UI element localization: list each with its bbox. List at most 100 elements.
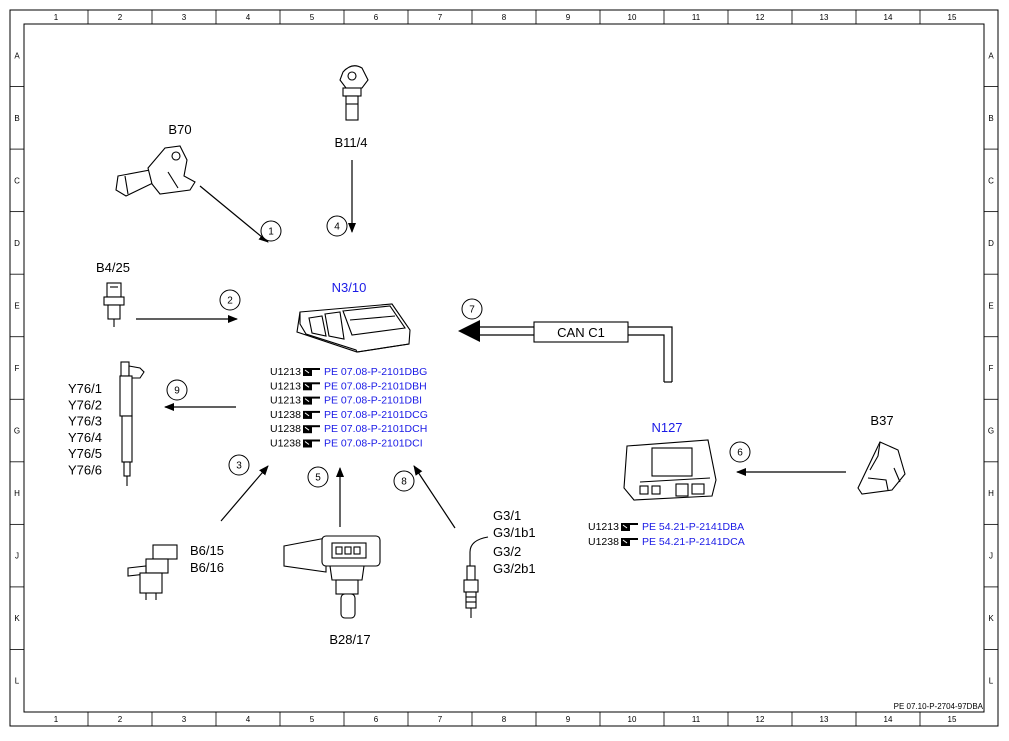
- n3-10-ref-link[interactable]: PE 07.08-P-2101DCG: [324, 409, 428, 421]
- signal-marker-circle: [228, 454, 250, 476]
- column-label-bottom: 4: [246, 715, 251, 724]
- signal-marker-circle: [393, 470, 415, 492]
- signal-marker-circle: [326, 215, 348, 237]
- n127-ref-link[interactable]: PE 54.21-P-2141DBA: [642, 521, 744, 533]
- injector-label[interactable]: Y76/3: [68, 414, 102, 429]
- signal-marker-number: 1: [268, 227, 274, 238]
- column-label-top: 7: [438, 13, 443, 22]
- signal-marker-number: 2: [227, 296, 233, 307]
- row-label-left: E: [14, 301, 19, 310]
- can-c1-label[interactable]: CAN C1: [557, 325, 605, 340]
- b28-17-pressure-sensor-icon[interactable]: [283, 535, 381, 619]
- b28-17-label[interactable]: B28/17: [329, 632, 370, 647]
- n127-label[interactable]: N127: [651, 420, 682, 435]
- y76-injector-icon[interactable]: [119, 361, 145, 486]
- row-label-right: F: [989, 364, 994, 373]
- b6-16-label[interactable]: B6/16: [190, 560, 224, 575]
- row-label-left: C: [14, 176, 20, 185]
- row-label-left: B: [14, 114, 19, 123]
- b11-4-label[interactable]: B11/4: [334, 135, 367, 150]
- arrow-3: [220, 465, 269, 522]
- grid-rulers: 1122334455667788991010111112121313141415…: [10, 10, 998, 726]
- row-label-right: L: [989, 677, 994, 686]
- g3-oxygen-sensor-icon[interactable]: [463, 536, 489, 618]
- signal-marker-number: 3: [236, 461, 242, 472]
- outer-frame: [9, 9, 999, 727]
- can-c1-box: [533, 321, 629, 343]
- g3-2b1-label[interactable]: G3/2b1: [493, 561, 536, 576]
- signal-marker-circle: [729, 441, 751, 463]
- column-label-bottom: 11: [692, 715, 701, 724]
- arrow-8: [413, 465, 456, 529]
- row-label-left: G: [14, 427, 20, 436]
- signal-marker-circle: [219, 289, 241, 311]
- b70-crankshaft-sensor-icon[interactable]: [115, 145, 196, 197]
- row-label-left: K: [14, 614, 20, 623]
- column-label-top: 8: [502, 13, 507, 22]
- g3-1b1-label[interactable]: G3/1b1: [493, 525, 536, 540]
- n3-10-ref-link[interactable]: PE 07.08-P-2101DCI: [324, 438, 423, 450]
- column-label-top: 6: [374, 13, 379, 22]
- column-label-bottom: 15: [948, 715, 957, 724]
- b4-25-pressure-sensor-icon[interactable]: [103, 282, 125, 327]
- signal-marker-number: 6: [737, 448, 743, 459]
- pointing-hand-icon: [303, 410, 320, 419]
- column-label-top: 13: [820, 13, 829, 22]
- b70-label[interactable]: B70: [168, 122, 191, 137]
- n3-10-ref-link[interactable]: PE 07.08-P-2101DBI: [324, 395, 422, 407]
- n3-10-ref-code: U1238: [270, 409, 301, 421]
- n3-10-ref-link[interactable]: PE 07.08-P-2101DCH: [324, 423, 427, 435]
- signal-arrows: [136, 160, 846, 529]
- n3-10-ecu-icon[interactable]: [296, 303, 411, 353]
- n127-ref-link[interactable]: PE 54.21-P-2141DCA: [642, 536, 745, 548]
- b4-25-label[interactable]: B4/25: [96, 260, 130, 275]
- g3-1-label[interactable]: G3/1: [493, 508, 521, 523]
- b11-4-temperature-sensor-icon[interactable]: [339, 65, 369, 121]
- column-label-top: 12: [756, 13, 765, 22]
- pointing-hand-icon: [303, 396, 320, 405]
- n127-powertrain-control-unit-icon[interactable]: [623, 439, 717, 501]
- b6-15-label[interactable]: B6/15: [190, 543, 224, 558]
- column-label-bottom: 10: [628, 715, 637, 724]
- column-label-bottom: 12: [756, 715, 765, 724]
- column-label-bottom: 2: [118, 715, 123, 724]
- column-label-top: 4: [246, 13, 251, 22]
- injector-label[interactable]: Y76/6: [68, 463, 102, 478]
- column-label-bottom: 3: [182, 715, 187, 724]
- row-label-right: K: [988, 614, 994, 623]
- row-label-left: D: [14, 239, 20, 248]
- n3-10-ref-code: U1238: [270, 438, 301, 450]
- injector-label[interactable]: Y76/2: [68, 397, 102, 412]
- n3-10-ref-link[interactable]: PE 07.08-P-2101DBH: [324, 380, 427, 392]
- signal-marker-number: 9: [174, 386, 180, 397]
- signal-marker-circle: [461, 298, 483, 320]
- row-label-left: F: [15, 364, 20, 373]
- b37-accelerator-pedal-sensor-icon[interactable]: [857, 441, 906, 495]
- row-label-right: C: [988, 176, 994, 185]
- pointing-hand-icon: [303, 382, 320, 391]
- column-label-bottom: 6: [374, 715, 379, 724]
- row-label-left: A: [14, 51, 20, 60]
- n3-10-ref-code: U1213: [270, 395, 301, 407]
- column-label-bottom: 7: [438, 715, 443, 724]
- n3-10-ref-link[interactable]: PE 07.08-P-2101DBG: [324, 366, 427, 378]
- signal-marker-number: 5: [315, 473, 321, 484]
- n3-10-label[interactable]: N3/10: [332, 280, 367, 295]
- row-label-right: G: [988, 427, 994, 436]
- pointing-hand-icon: [621, 538, 638, 546]
- column-label-top: 9: [566, 13, 571, 22]
- g3-2-label[interactable]: G3/2: [493, 544, 521, 559]
- signal-marker-circle: [166, 379, 188, 401]
- pointing-hand-icon: [303, 439, 320, 448]
- b37-label[interactable]: B37: [870, 413, 893, 428]
- injector-label[interactable]: Y76/1: [68, 381, 102, 396]
- column-label-bottom: 5: [310, 715, 315, 724]
- injector-label[interactable]: Y76/5: [68, 446, 102, 461]
- row-label-right: B: [988, 114, 993, 123]
- n3-10-ref-code: U1238: [270, 423, 301, 435]
- injector-label[interactable]: Y76/4: [68, 430, 102, 445]
- b6-camshaft-sensor-icon[interactable]: [127, 544, 178, 600]
- row-label-left: L: [15, 677, 20, 686]
